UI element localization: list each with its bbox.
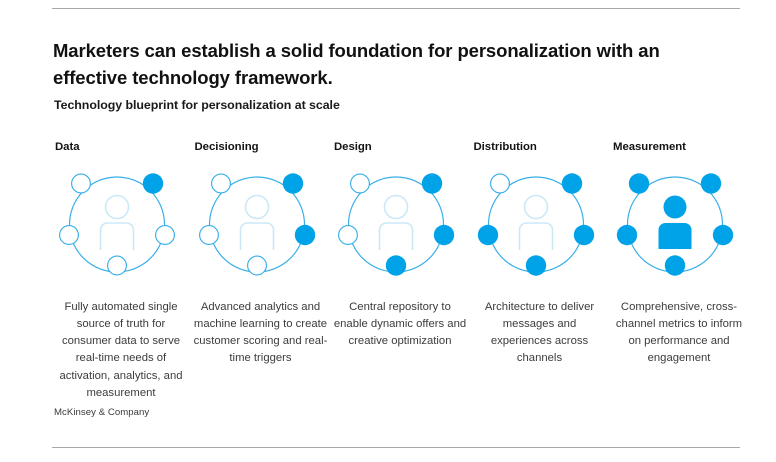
diagram-container (475, 169, 605, 285)
ring-node-bottom-empty (107, 255, 127, 276)
page-title: Marketers can establish a solid foundati… (53, 40, 660, 88)
blueprint-ring-diagram (59, 173, 175, 276)
ring-node-top-left-empty (350, 173, 370, 194)
ring-node-bottom-filled (385, 255, 407, 276)
person-icon-outline (518, 194, 553, 250)
ring-node-left-filled (616, 224, 638, 246)
diagram-container (614, 169, 744, 285)
diagram-container (335, 169, 465, 285)
diagram-container (56, 169, 186, 285)
ring-node-top-right-filled (561, 173, 582, 194)
blueprint-ring-diagram (616, 173, 734, 276)
ring-node-top-right-filled (142, 173, 164, 194)
ring-node-left-empty (338, 225, 358, 245)
column-caption: Central repository to enable dynamic off… (333, 301, 467, 348)
column-caption: Advanced analytics and machine learning … (193, 301, 328, 365)
person-icon-outline (239, 194, 274, 250)
diagram-container (196, 169, 326, 285)
person-icon-outline (99, 194, 135, 250)
ring-node-left-empty (198, 225, 219, 245)
blueprint-ring-diagram (477, 173, 594, 276)
column-title: Distribution (473, 141, 537, 153)
person-icon-filled (658, 195, 692, 249)
column-title: Data (55, 141, 80, 153)
ring-node-right-filled (294, 224, 315, 246)
ring-node-right-empty (155, 225, 175, 245)
exhibit-subtitle: Technology blueprint for personalization… (54, 98, 340, 112)
ring-node-left-filled (477, 224, 498, 246)
ring-node-bottom-empty (246, 255, 267, 276)
person-icon-outline (378, 194, 414, 250)
column-title: Decisioning (194, 141, 259, 153)
ring-node-right-filled (573, 224, 594, 246)
column-caption: Fully automated single source of truth f… (59, 301, 183, 399)
ring-node-bottom-filled (664, 255, 686, 276)
mckinsey-wordmark: McKinsey & Company (54, 407, 150, 418)
ring-node-top-left-empty (489, 173, 510, 194)
column-caption: Comprehensive, cross-channel metrics to … (615, 301, 743, 365)
ring-node-right-filled (433, 224, 455, 246)
ring-node-right-filled (712, 224, 734, 246)
footer-divider-rule (52, 447, 740, 448)
ring-node-top-right-filled (700, 173, 722, 194)
blueprint-ring-diagram (338, 173, 455, 276)
ring-node-bottom-filled (525, 255, 546, 276)
header-divider-rule (52, 8, 740, 9)
ring-node-top-left-filled (628, 173, 650, 194)
ring-node-top-left-empty (71, 173, 91, 194)
ring-node-top-right-filled (421, 173, 443, 194)
ring-node-left-empty (59, 225, 79, 245)
column-caption: Architecture to deliver messages and exp… (484, 301, 595, 365)
ring-node-top-right-filled (282, 173, 303, 194)
ring-node-top-left-empty (210, 173, 231, 194)
column-title: Design (334, 141, 372, 153)
blueprint-ring-diagram (198, 173, 315, 276)
column-title: Measurement (613, 141, 686, 153)
